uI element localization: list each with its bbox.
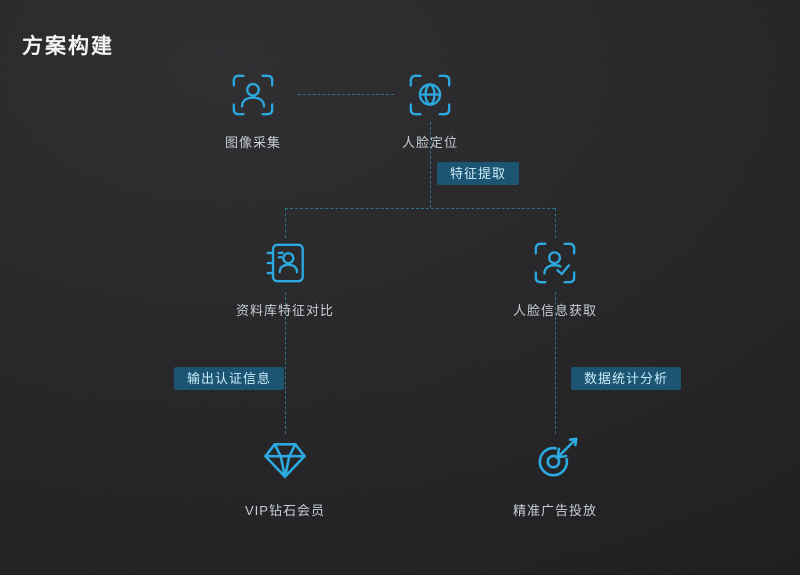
badge-data-statistics: 数据统计分析 (571, 367, 682, 390)
node-precise-ads: 精准广告投放 (475, 434, 635, 519)
person-check-scan-icon (532, 240, 578, 286)
node-face-locate: 人脸定位 (350, 72, 510, 151)
diamond-icon (259, 434, 311, 486)
node-label: 图像采集 (224, 135, 281, 150)
badge-feature-extraction: 特征提取 (437, 162, 520, 185)
contact-book-icon (262, 240, 308, 286)
node-database-compare: 资料库特征对比 (205, 240, 365, 319)
connector-branch-left (285, 208, 286, 238)
node-image-capture: 图像采集 (173, 72, 333, 151)
node-label: 资料库特征对比 (235, 303, 334, 318)
node-label: 精准广告投放 (512, 503, 597, 518)
connector-compare-vip (285, 292, 286, 434)
node-label: 人脸信息获取 (512, 303, 597, 318)
node-face-info: 人脸信息获取 (475, 240, 635, 319)
connector-capture-locate (298, 94, 394, 95)
node-label: 人脸定位 (401, 135, 458, 150)
page-title: 方案构建 (22, 35, 114, 58)
target-dart-icon (529, 434, 581, 486)
badge-output-auth-info: 输出认证信息 (173, 367, 284, 390)
connector-branch (285, 208, 555, 209)
connector-faceinfo-ads (555, 292, 556, 434)
connector-locate-down (430, 122, 431, 208)
node-vip-member: VIP钻石会员 (205, 434, 365, 519)
node-label: VIP钻石会员 (245, 503, 325, 518)
person-scan-icon (230, 72, 276, 118)
face-scan-icon (407, 72, 453, 118)
connector-branch-right (555, 208, 556, 238)
